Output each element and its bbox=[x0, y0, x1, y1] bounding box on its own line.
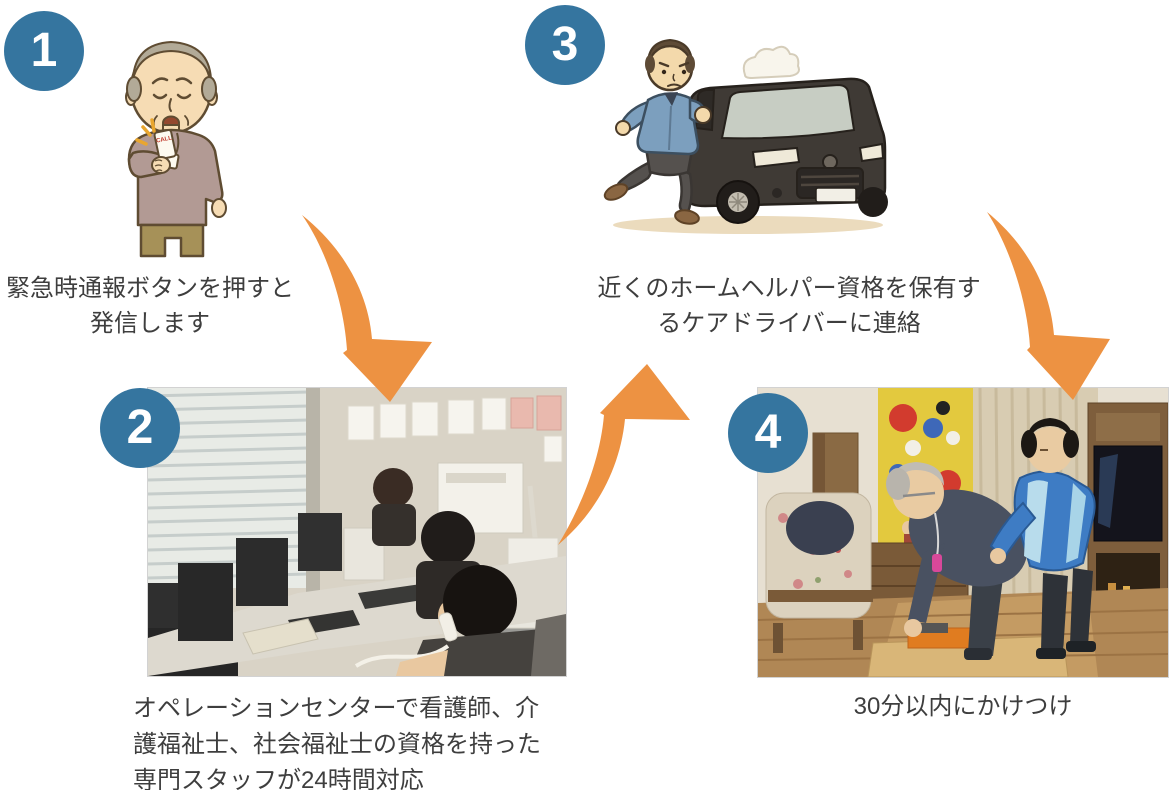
caption-line: るケアドライバーに連絡 bbox=[657, 310, 921, 337]
step-1-badge: 1 bbox=[4, 11, 84, 91]
caption-line: 緊急時通報ボタンを押すと bbox=[6, 275, 294, 302]
elderly-man-call-button-illustration: CALL bbox=[125, 41, 227, 258]
floral-armchair bbox=[765, 492, 873, 653]
step-4-number: 4 bbox=[754, 406, 782, 459]
home-visit-photo bbox=[757, 387, 1169, 678]
step-3-number: 3 bbox=[551, 18, 579, 71]
step-2-caption: オペレーションセンターで看護師、介 護福祉士、社会福祉士の資格を持った 専門スタ… bbox=[133, 691, 569, 790]
step-4-badge: 4 bbox=[728, 393, 808, 473]
taxi-roof-sign bbox=[742, 45, 800, 80]
step-1-number: 1 bbox=[30, 24, 58, 77]
caption-line: 護福祉士、社会福祉士の資格を持った bbox=[133, 731, 541, 758]
step-1-caption: 緊急時通報ボタンを押すと 発信します bbox=[0, 271, 300, 341]
caption-line: 専門スタッフが24時間対応 bbox=[133, 767, 424, 790]
care-driver-van-illustration bbox=[603, 39, 888, 234]
arrow-step1-to-step2-icon bbox=[302, 215, 432, 402]
caption-line: 30分以内にかけつけ bbox=[853, 693, 1073, 720]
operation-center-photo-image bbox=[148, 388, 566, 676]
step-2-badge: 2 bbox=[100, 388, 180, 468]
arrow-step3-to-step4-icon bbox=[987, 212, 1110, 400]
operation-center-photo bbox=[147, 387, 567, 677]
home-visit-photo-image bbox=[758, 388, 1168, 677]
caption-line: 発信します bbox=[90, 310, 210, 337]
caregiver-figure bbox=[989, 418, 1096, 659]
step-2-number: 2 bbox=[126, 401, 154, 454]
running-care-driver bbox=[603, 39, 712, 225]
step-3-caption: 近くのホームヘルパー資格を保有す るケアドライバーに連絡 bbox=[589, 271, 989, 341]
emergency-call-device: CALL bbox=[153, 129, 177, 160]
arrow-step2-to-step3-icon bbox=[558, 364, 690, 545]
alert-lines-icon bbox=[135, 118, 156, 146]
caption-line: オペレーションセンターで看護師、介 bbox=[133, 695, 540, 722]
step-3-badge: 3 bbox=[525, 5, 605, 85]
step-4-caption: 30分以内にかけつけ bbox=[757, 689, 1169, 725]
call-device-label: CALL bbox=[156, 135, 173, 144]
caption-line: 近くのホームヘルパー資格を保有す bbox=[597, 275, 981, 302]
